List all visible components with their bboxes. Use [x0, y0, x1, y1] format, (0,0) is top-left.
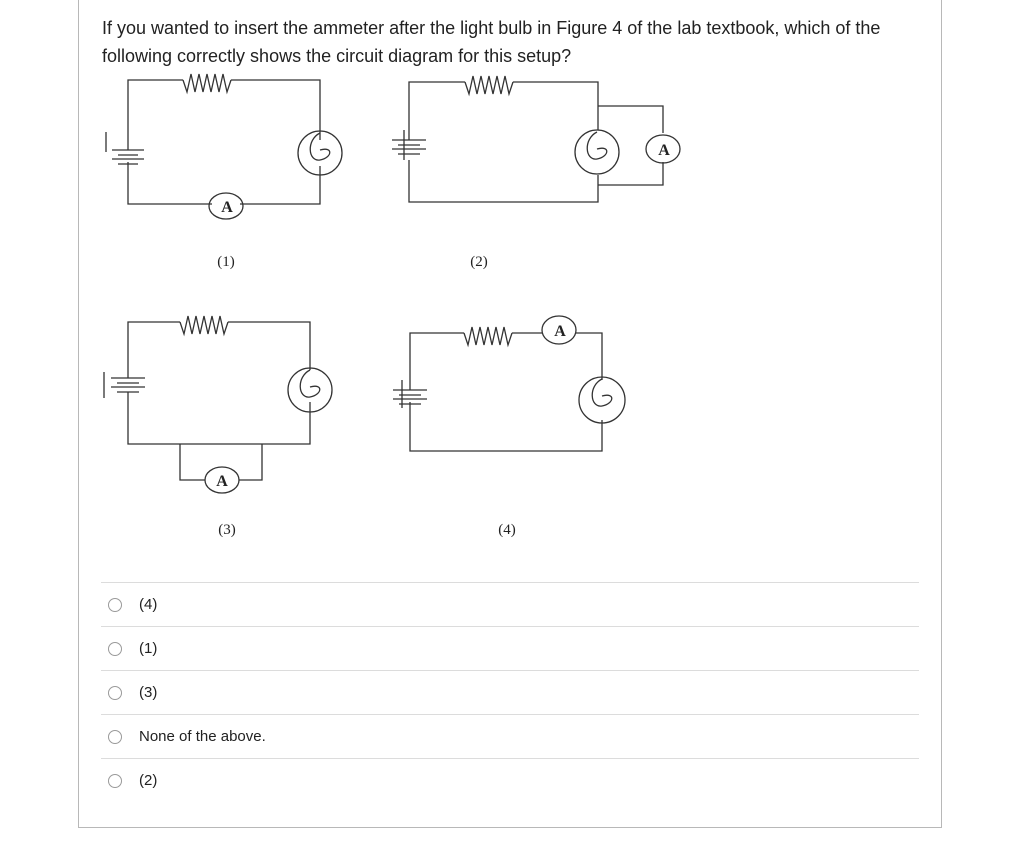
- radio-button[interactable]: [108, 685, 122, 700]
- answer-option[interactable]: (1): [101, 626, 919, 670]
- question-text: If you wanted to insert the ammeter afte…: [102, 18, 881, 66]
- option-label: (1): [139, 640, 158, 657]
- radio-button[interactable]: [108, 641, 122, 656]
- radio-button[interactable]: [108, 597, 122, 612]
- radio-button[interactable]: [108, 773, 122, 788]
- answer-option[interactable]: (2): [101, 758, 919, 802]
- option-label: (2): [139, 772, 158, 789]
- answer-option[interactable]: None of the above.: [101, 714, 919, 758]
- answer-options: (4) (1) (3) None of the above. (2): [101, 582, 919, 802]
- answer-option[interactable]: (4): [101, 582, 919, 626]
- answer-option[interactable]: (3): [101, 670, 919, 714]
- option-label: (3): [139, 684, 158, 701]
- option-label: None of the above.: [139, 728, 266, 745]
- radio-button[interactable]: [108, 729, 122, 744]
- option-label: (4): [139, 596, 158, 613]
